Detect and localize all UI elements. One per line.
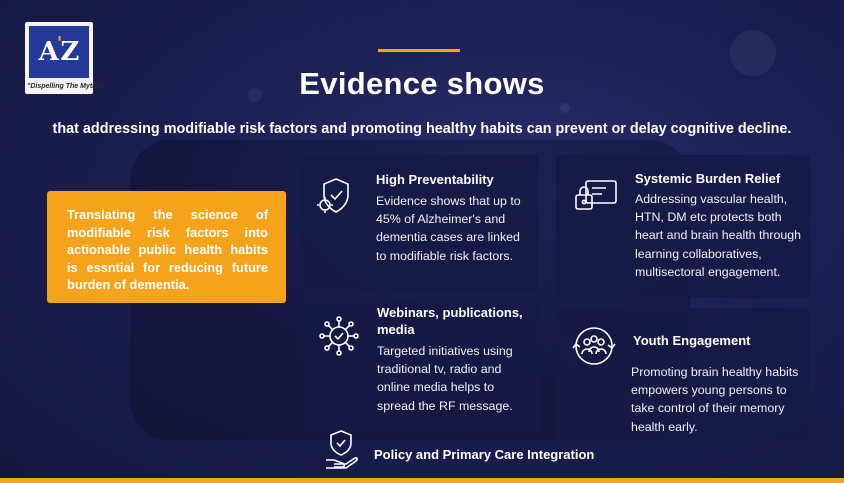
card-high-preventability: High Preventability Evidence shows that … [300,155,538,292]
shield-gear-icon [317,178,349,213]
card-systemic-burden-relief: Systemic Burden Relief Addressing vascul… [556,155,810,298]
card-title: Youth Engagement [633,333,751,348]
card-title: High Preventability [376,172,494,187]
card-youth-engagement: Youth Engagement Promoting brain healthy… [556,308,810,440]
background-circle [248,88,262,102]
card-title: Systemic Burden Relief [635,171,781,186]
card-body: Evidence shows that up to 45% of Alzheim… [376,194,521,263]
logo-tick: ' [56,32,63,54]
callout-text: Translating the science of modifiable ri… [67,207,268,292]
callout-box: Translating the science of modifiable ri… [47,191,286,303]
card-body: Addressing vascular health, HTN, DM etc … [635,192,802,279]
background-circle [560,103,570,113]
footer-accent-bar [0,478,844,483]
card-body: Targeted initiatives using traditional t… [377,344,513,413]
hand-shield-icon [326,430,358,469]
virus-network-icon [319,316,359,356]
card-webinars: Webinars, publications, media Targeted i… [303,302,541,432]
logo-letter-a: A [38,37,59,67]
background-circle [730,30,776,76]
logo-mark: A'Z [29,26,89,78]
page-title: Evidence shows [299,66,545,101]
people-cycle-icon [572,327,616,365]
policy-title: Policy and Primary Care Integration [374,447,595,462]
logo: A'Z "Dispelling The Myths" [25,22,104,94]
page-subtitle: that addressing modifiable risk factors … [52,121,792,137]
logo-letter-z: Z [60,37,80,67]
logo-tagline: "Dispelling The Myths" [27,83,104,90]
card-body: Promoting brain healthy habits empowers … [631,365,799,434]
id-card-lock-icon [575,180,617,210]
card-title: Webinars, publications, media [377,305,523,337]
title-accent-bar [378,49,460,52]
